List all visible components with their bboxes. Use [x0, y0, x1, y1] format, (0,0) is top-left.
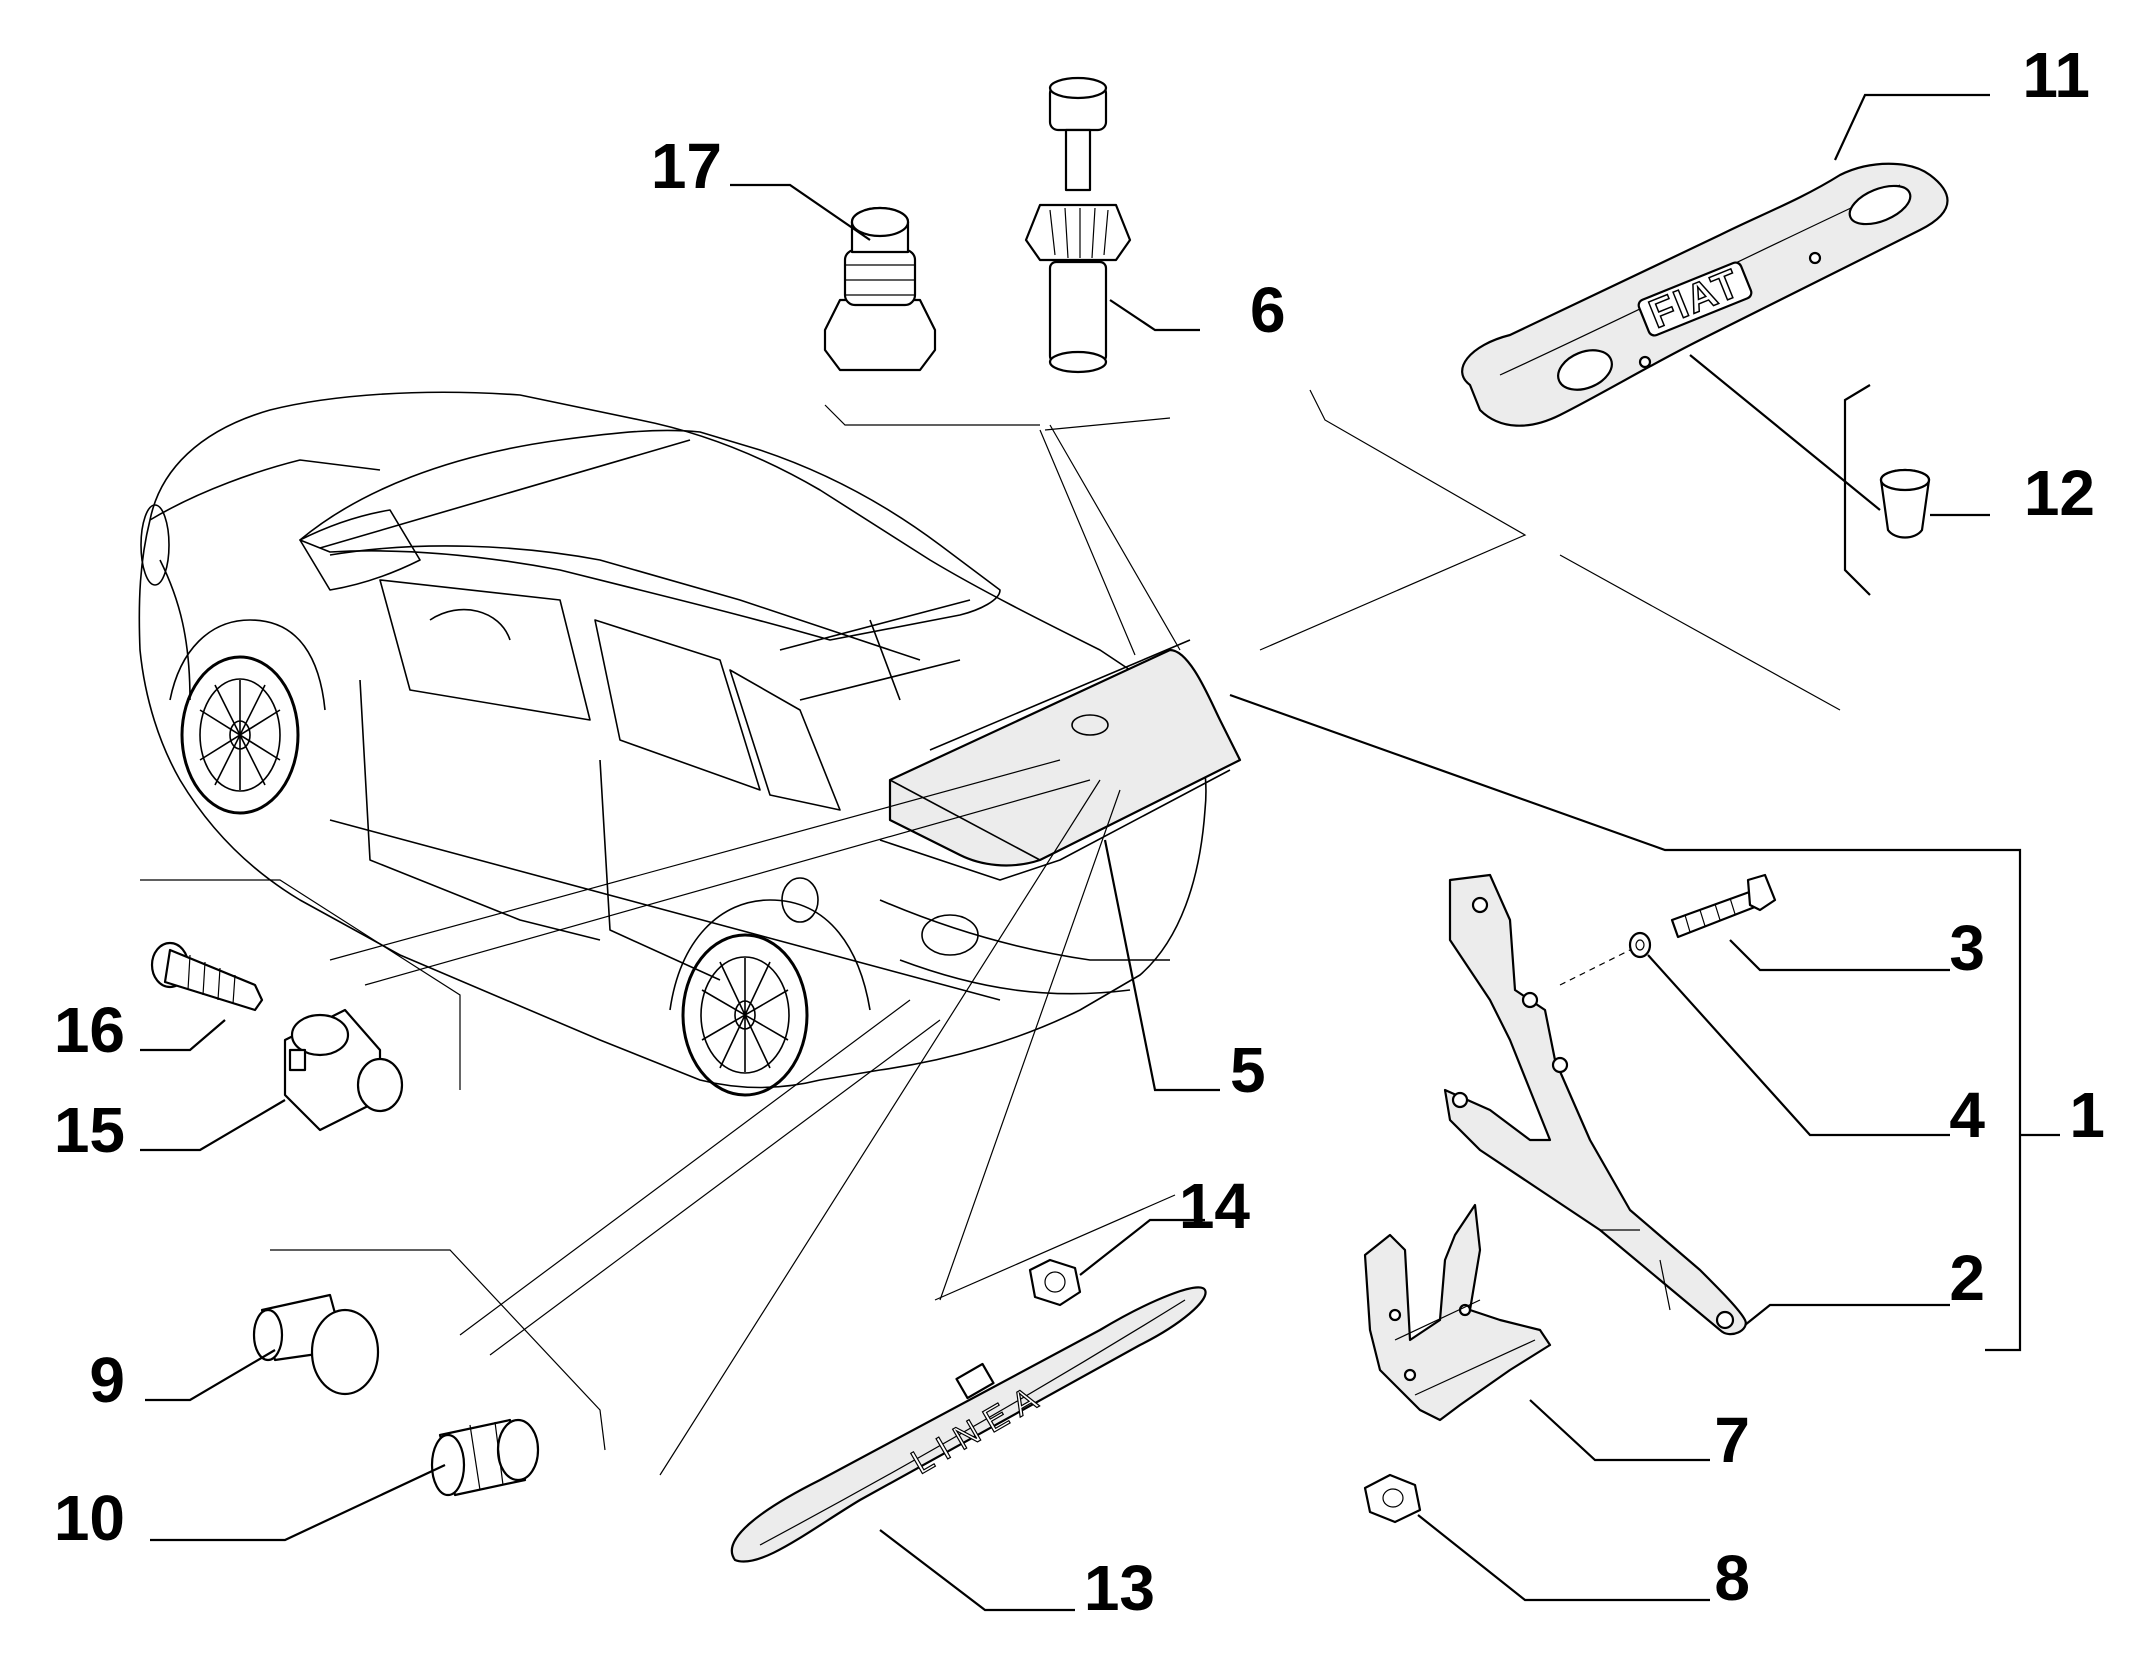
callout-14: 14	[1179, 1170, 1251, 1242]
callout-6: 6	[1250, 274, 1286, 346]
part-14-nut	[1028, 1258, 1082, 1307]
car-illustration	[138, 391, 1242, 1097]
part-16-bolt	[150, 941, 264, 1012]
part-2-hinge	[1443, 873, 1747, 1336]
part-17-bump-stop	[823, 206, 937, 372]
rear-wheel	[681, 933, 809, 1097]
callout-5: 5	[1230, 1034, 1266, 1106]
callout-4: 4	[1949, 1079, 1985, 1151]
front-wheel	[180, 655, 300, 815]
part-7-bracket	[1363, 1203, 1552, 1422]
part-9-buffer	[252, 1293, 380, 1396]
callout-3: 3	[1949, 912, 1985, 984]
part-10-bush	[430, 1418, 540, 1497]
callout-9: 9	[89, 1344, 125, 1416]
callout-16: 16	[54, 994, 125, 1066]
part-3-bolt	[1670, 873, 1777, 939]
callout-labels: 11 17 6 12 3 5 4 1 2 14 7 8 13 16 15 9 1…	[54, 39, 2105, 1624]
callout-12: 12	[2024, 457, 2095, 529]
part-6-gas-strut	[1024, 76, 1132, 374]
callout-17: 17	[651, 130, 722, 202]
leader-lines	[140, 93, 2060, 1612]
callout-8: 8	[1714, 1542, 1750, 1614]
part-12-plug	[1879, 468, 1931, 539]
callout-11: 11	[2022, 39, 2090, 111]
part-8-nut	[1363, 1473, 1422, 1524]
callout-7: 7	[1714, 1404, 1750, 1476]
part-11-plate-holder: FIAT	[1461, 162, 1949, 427]
part-4-washer	[1559, 931, 1652, 986]
part-15-switch	[283, 1008, 404, 1132]
callout-2: 2	[1949, 1242, 1985, 1314]
callout-13: 13	[1084, 1552, 1155, 1624]
callout-1: 1	[2069, 1079, 2105, 1151]
callout-10: 10	[54, 1482, 125, 1554]
callout-15: 15	[54, 1094, 125, 1166]
part-13-trim: LINEA	[730, 1286, 1207, 1563]
